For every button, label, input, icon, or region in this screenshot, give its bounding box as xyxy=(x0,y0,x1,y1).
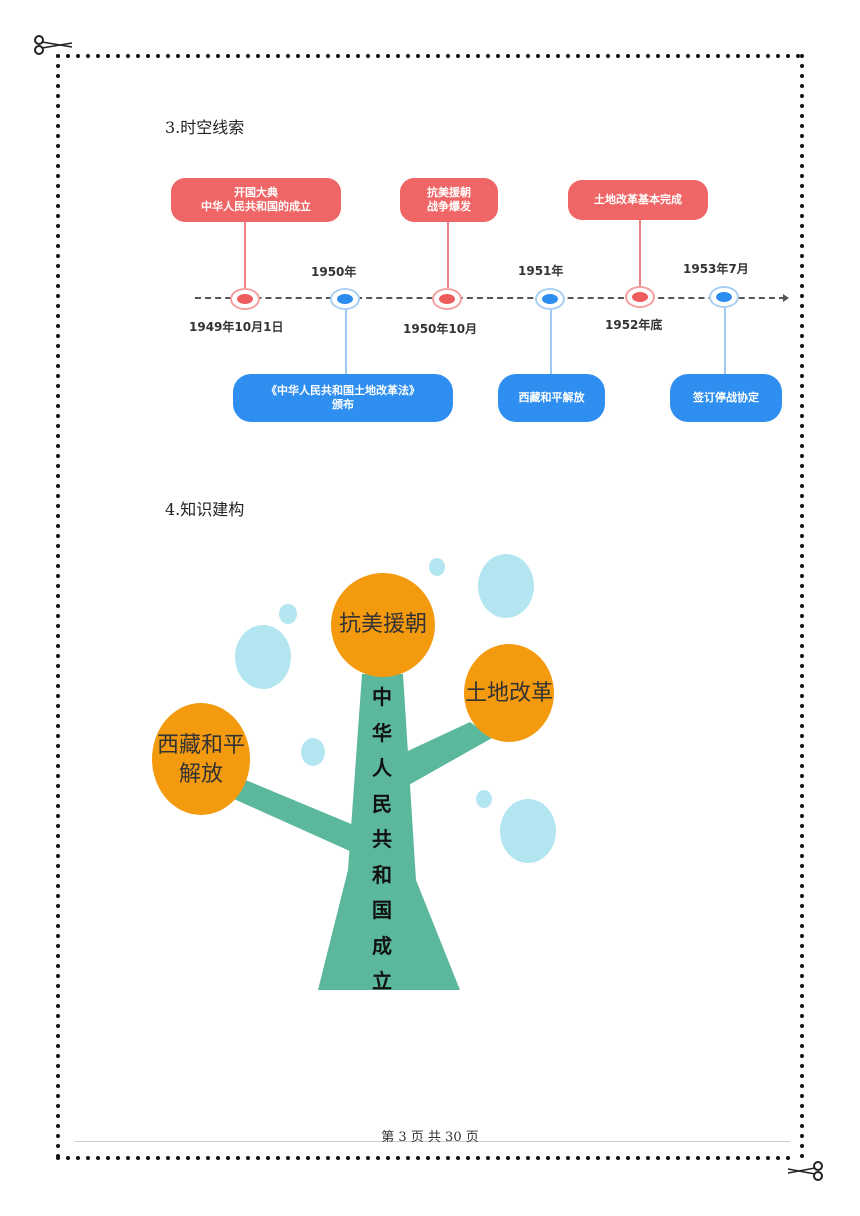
timeline-node-red xyxy=(230,288,260,310)
event-box-land-reform-complete: 土地改革基本完成 xyxy=(568,180,708,220)
timeline-node-blue xyxy=(330,288,360,310)
event-stem xyxy=(447,222,449,288)
timeline-node-red xyxy=(432,288,462,310)
section-title-timeline: 3.时空线索 xyxy=(165,118,245,137)
timeline-arrow xyxy=(783,294,789,302)
bubble xyxy=(235,625,291,689)
timeline-node-red xyxy=(625,286,655,308)
bubble xyxy=(500,799,556,863)
event-stem xyxy=(639,220,641,286)
bubble xyxy=(429,558,445,576)
trunk-char: 共 xyxy=(372,827,392,851)
fruit-circle xyxy=(331,573,435,677)
date-label: 1953年7月 xyxy=(683,262,749,276)
event-stem xyxy=(724,308,726,374)
tree-branch xyxy=(225,776,356,852)
scissors-icon xyxy=(788,1161,823,1181)
bubble xyxy=(478,554,534,618)
tree-trunk-label: 中 华 人 民 共 和 国 成 立 xyxy=(365,680,399,1000)
bubble xyxy=(301,738,325,766)
page-number: 第 3 页 共 30 页 xyxy=(381,1130,479,1145)
date-label: 1949年10月1日 xyxy=(189,320,284,334)
event-stem xyxy=(550,310,552,374)
timeline-node-blue xyxy=(709,286,739,308)
trunk-char: 成 xyxy=(372,933,392,958)
date-label: 1951年 xyxy=(518,264,564,278)
timeline-node-blue xyxy=(535,288,565,310)
tree-branch xyxy=(395,722,492,790)
timeline-axis xyxy=(195,297,785,299)
event-box-land-reform-law: 《中华人民共和国土地改革法》 颁布 xyxy=(233,374,453,422)
trunk-char: 民 xyxy=(372,791,392,816)
section-title-structure: 4.知识建构 xyxy=(165,500,245,519)
footer-divider xyxy=(75,1141,790,1142)
date-label: 1950年 xyxy=(311,265,357,279)
bubble xyxy=(476,790,492,808)
timeline-diagram: 开国大典 中华人民共和国的成立 抗美援朝 战争爆发 土地改革基本完成 《中华人民… xyxy=(171,170,795,440)
event-box-armistice: 签订停战协定 xyxy=(670,374,782,422)
event-box-founding: 开国大典 中华人民共和国的成立 xyxy=(171,178,341,222)
trunk-char: 华 xyxy=(372,720,392,745)
fruit-circle xyxy=(464,644,554,742)
event-stem xyxy=(345,310,347,374)
fruit-label-land-reform: 土地改革 xyxy=(464,681,553,706)
fruit-label-korean-war: 抗美援朝 xyxy=(338,612,427,637)
event-box-tibet: 西藏和平解放 xyxy=(498,374,605,422)
fruit-circle xyxy=(152,703,250,815)
scissors-icon xyxy=(34,35,73,55)
event-stem xyxy=(244,222,246,288)
fruit-label-tibet: 西藏和平 解放 xyxy=(156,733,245,787)
trunk-char: 人 xyxy=(372,756,392,780)
trunk-char: 立 xyxy=(372,969,392,993)
event-box-korean-war: 抗美援朝 战争爆发 xyxy=(400,178,498,222)
tree-trunk xyxy=(318,674,460,990)
trunk-char: 和 xyxy=(372,862,392,887)
trunk-char: 中 xyxy=(372,685,392,709)
date-label: 1952年底 xyxy=(605,318,663,332)
date-label: 1950年10月 xyxy=(403,322,478,336)
trunk-char: 国 xyxy=(372,898,392,922)
bubble xyxy=(279,604,297,624)
